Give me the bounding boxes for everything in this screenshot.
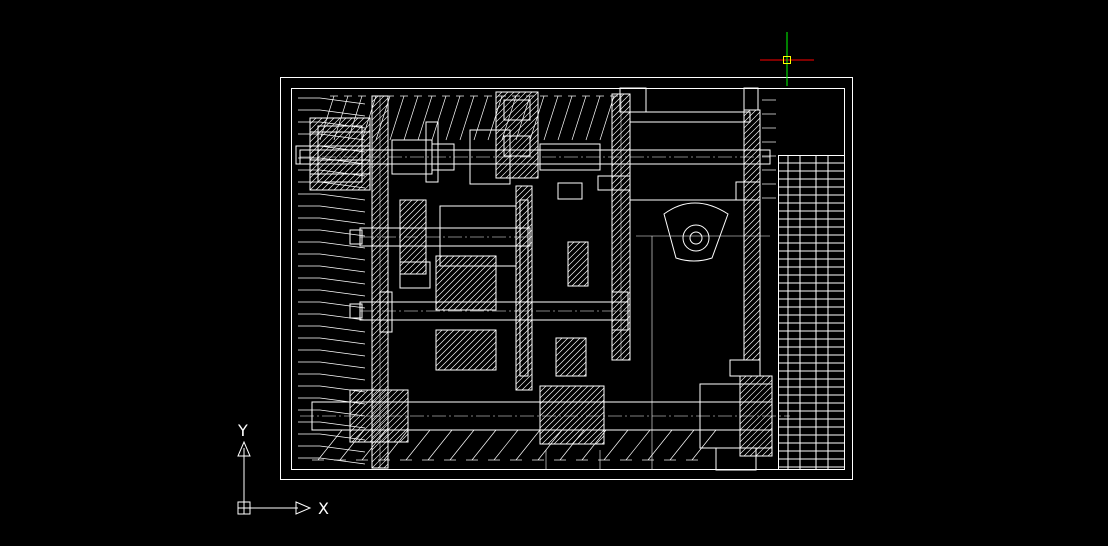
intermediate-shaft-1 bbox=[349, 199, 531, 275]
input-shaft bbox=[299, 129, 771, 200]
right-leader-lines bbox=[762, 99, 776, 199]
right-internal-wall bbox=[611, 93, 631, 361]
middle-housing-wall bbox=[515, 185, 533, 391]
dimension-lines bbox=[545, 235, 770, 470]
intermediate-shaft-2 bbox=[349, 291, 629, 333]
gearbox-assembly-drawing bbox=[280, 77, 853, 480]
top-gear bbox=[425, 91, 539, 183]
title-block bbox=[778, 155, 845, 470]
crosshair-cursor[interactable] bbox=[760, 32, 814, 86]
ucs-icon bbox=[237, 440, 312, 515]
pickbox bbox=[783, 56, 791, 64]
ucs-y-label: Y bbox=[237, 421, 248, 440]
cam-eccentric bbox=[663, 202, 729, 262]
top-leader-lines bbox=[319, 95, 618, 141]
outer-sheet-border bbox=[280, 77, 853, 480]
ucs-x-label: X bbox=[318, 499, 329, 518]
section-hatching bbox=[309, 91, 773, 469]
